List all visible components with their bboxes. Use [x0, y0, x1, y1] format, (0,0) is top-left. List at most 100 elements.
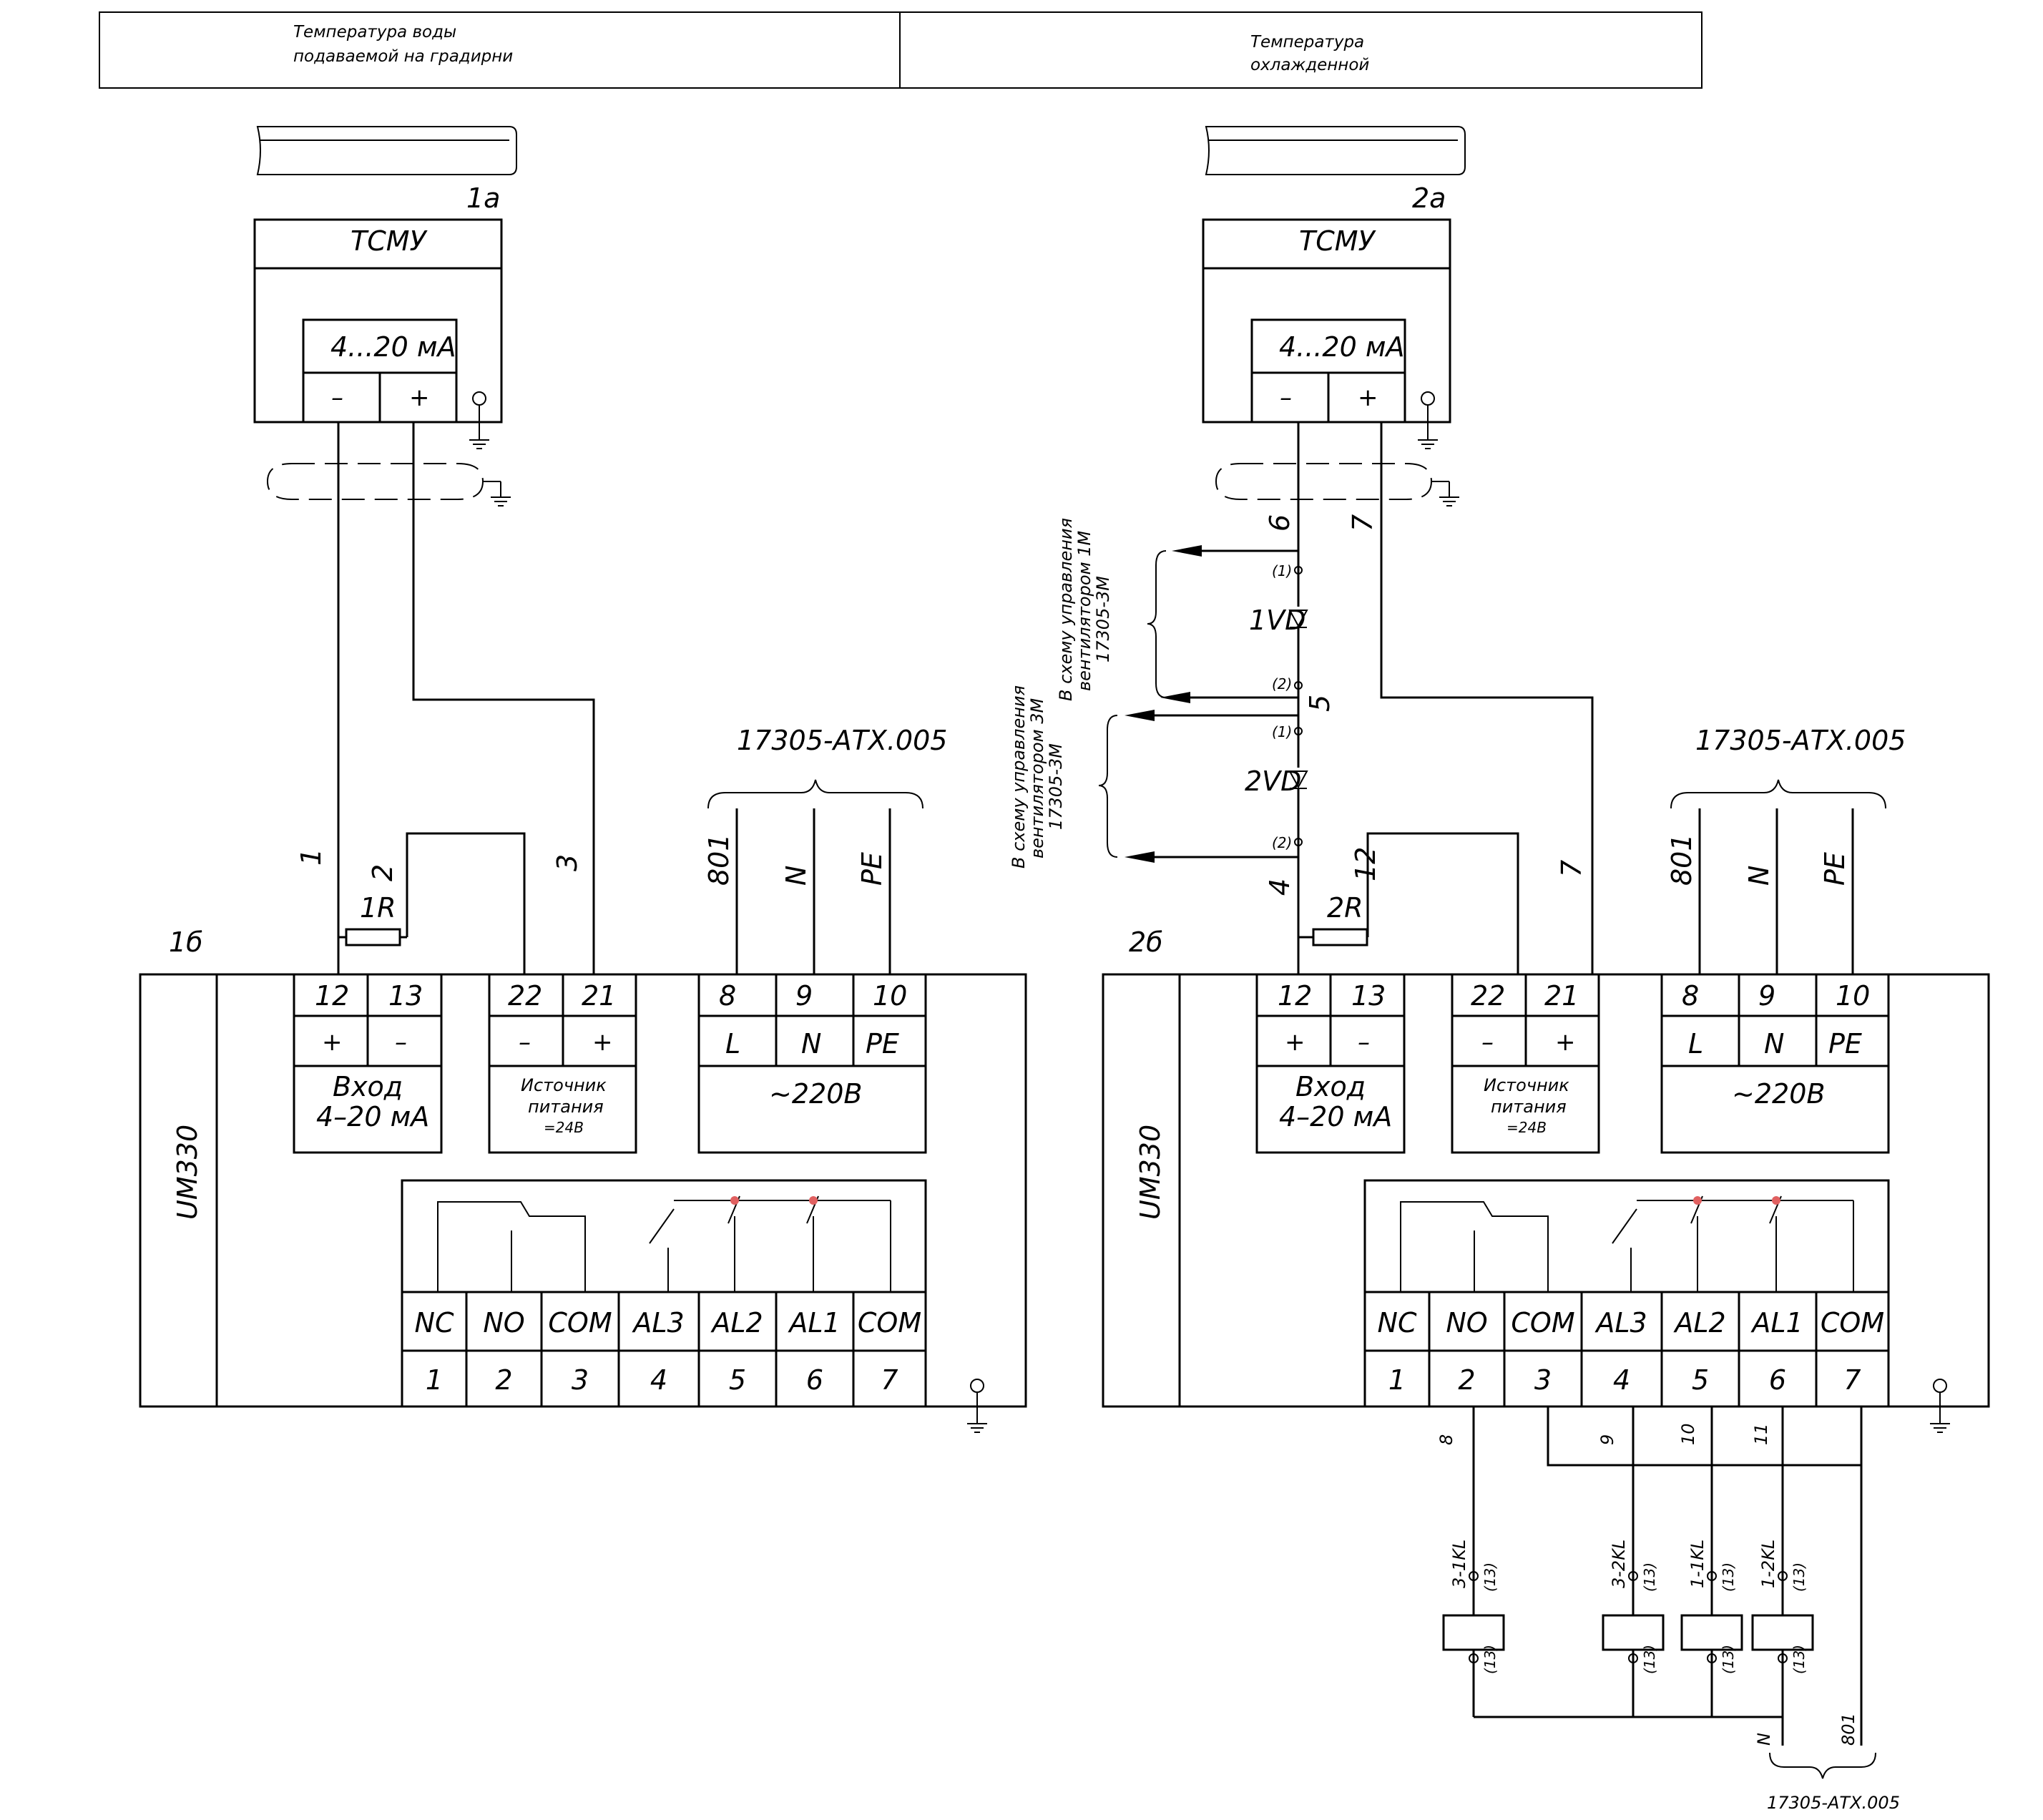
diode-2vd [1288, 770, 1308, 789]
resistor-2r [1312, 928, 1368, 946]
alarm-marker-icon [1693, 1196, 1702, 1205]
sensor-name: ТСМУ [351, 225, 428, 257]
sensor-minus: – [331, 383, 343, 412]
wire-801: 801 [1666, 833, 1697, 886]
relay-terminal-name: AL3 [1594, 1307, 1647, 1339]
wire-pe: PE [856, 852, 888, 886]
note-line: 17305-3М [1093, 576, 1113, 662]
input-label-line2: 4–20 мА [316, 1101, 429, 1132]
relay-terminal-name: AL3 [631, 1307, 684, 1339]
right-circuit: 2а ТСМУ 4...20 мА – + [1009, 126, 1990, 1813]
meter-name: UM330 [172, 1125, 203, 1220]
note-line: В схему управления [1009, 685, 1029, 869]
bottom-reference: 17305-АТХ.005 [1767, 1793, 1900, 1813]
alarm-marker-icon [730, 1196, 739, 1205]
power-reference: 17305-АТХ.005 [1695, 725, 1906, 756]
power-pe: PE [866, 1028, 899, 1060]
input-plus: + [1285, 1028, 1305, 1057]
relay-terminal-name: NC [1378, 1307, 1417, 1339]
coil-terminal [1469, 1653, 1479, 1663]
power-pe: PE [1828, 1028, 1862, 1060]
ps-terminal-21: 21 [582, 980, 616, 1012]
ps-label-line1: Источник [521, 1075, 607, 1095]
relay-terminal-name: AL2 [710, 1307, 763, 1339]
relay-terminal-number: 5 [729, 1364, 746, 1396]
relay-terminal-name: COM [1821, 1307, 1884, 1339]
power-feed-left: 17305-АТХ.005 801 N PE [703, 725, 947, 974]
relay-terminal-number: 7 [1843, 1364, 1861, 1396]
ground-terminal-icon [970, 1379, 984, 1393]
ps-terminal-22: 22 [508, 980, 542, 1012]
pin-label: (1) [1272, 723, 1292, 740]
relay-contacts [437, 1195, 891, 1292]
relay-terminal-number: 4 [650, 1364, 667, 1396]
power-n: N [1764, 1028, 1784, 1060]
relay-pin: (13) [1641, 1645, 1658, 1674]
power-label: ~220В [1732, 1078, 1825, 1110]
relay-wire-number: 9 [1597, 1434, 1617, 1445]
wires-left: 1R 1 2 3 [295, 422, 595, 974]
header-table: Температура воды подаваемой на градирни … [99, 11, 1702, 89]
sensor-position-label: 2а [1412, 182, 1446, 214]
input-minus: – [395, 1028, 407, 1057]
bus-n-label: N [1754, 1733, 1774, 1746]
relay-name: 3-2KL [1609, 1540, 1629, 1588]
coil-terminal [1707, 1653, 1717, 1663]
coil-terminal [1778, 1571, 1788, 1581]
meter-um330-right: 2б UM330 12 13 + – Вход 4–20 мА 22 21 – … [1102, 926, 1990, 1433]
relay-terminal-number: 2 [495, 1364, 512, 1396]
input-terminal-12: 12 [315, 980, 349, 1012]
pin-label: (2) [1272, 675, 1292, 693]
input-terminal-13: 13 [388, 980, 423, 1012]
relay-wire-number: 11 [1751, 1423, 1771, 1445]
input-label-line1: Вход [333, 1071, 403, 1102]
wire-number: 7 [1347, 514, 1378, 532]
ps-terminal-22: 22 [1471, 980, 1505, 1012]
relay-name: 1-2KL [1758, 1540, 1778, 1588]
wire-number: 6 [1264, 514, 1295, 532]
sensor-minus: – [1280, 383, 1292, 412]
power-terminal-10: 10 [1836, 980, 1870, 1012]
ground-terminal-icon [1933, 1379, 1947, 1393]
sensor-position-label: 1а [466, 182, 500, 214]
relay-terminal-number: 3 [572, 1364, 589, 1396]
relay-coil [1751, 1614, 1814, 1651]
diode-label: 2VD [1245, 765, 1301, 797]
ps-label-line2: питания [528, 1097, 604, 1117]
relay-terminal-number: 5 [1692, 1364, 1709, 1396]
coil-terminal [1628, 1653, 1638, 1663]
sensor-plus: + [409, 383, 430, 412]
power-l: L [1688, 1028, 1703, 1060]
wire-number: 4 [1264, 879, 1295, 896]
relay-terminal-number: 6 [806, 1364, 823, 1396]
meter-position-label: 1б [169, 926, 203, 958]
relay-coil [1680, 1614, 1743, 1651]
diode-1vd [1288, 610, 1308, 628]
power-l: L [725, 1028, 740, 1060]
relay-terminal-number: 4 [1613, 1364, 1630, 1396]
input-label-line1: Вход [1295, 1071, 1366, 1102]
input-label-line2: 4–20 мА [1279, 1101, 1392, 1132]
wire-801: 801 [703, 833, 735, 886]
relay-coil [1442, 1614, 1505, 1651]
wire-number: 12 [1350, 847, 1381, 881]
power-terminal-10: 10 [873, 980, 907, 1012]
power-terminal-8: 8 [719, 980, 736, 1012]
ps-minus: – [519, 1028, 531, 1057]
bus-801-label: 801 [1838, 1713, 1858, 1746]
ps-label-line3: =24В [1506, 1119, 1547, 1136]
diode-label: 1VD [1249, 605, 1305, 636]
wire-pe: PE [1819, 852, 1851, 886]
header-right-line2: охлажденной [1250, 56, 1369, 74]
relay-wire-number: 10 [1678, 1423, 1698, 1445]
power-terminal-9: 9 [795, 980, 813, 1012]
pipe-right [1205, 126, 1466, 175]
pipe-left [256, 126, 517, 175]
note-line: В схему управления [1056, 518, 1076, 701]
relay-terminal-name: NC [415, 1307, 454, 1339]
resistor-1r [345, 928, 401, 946]
sensor-signal: 4...20 мА [330, 331, 456, 363]
